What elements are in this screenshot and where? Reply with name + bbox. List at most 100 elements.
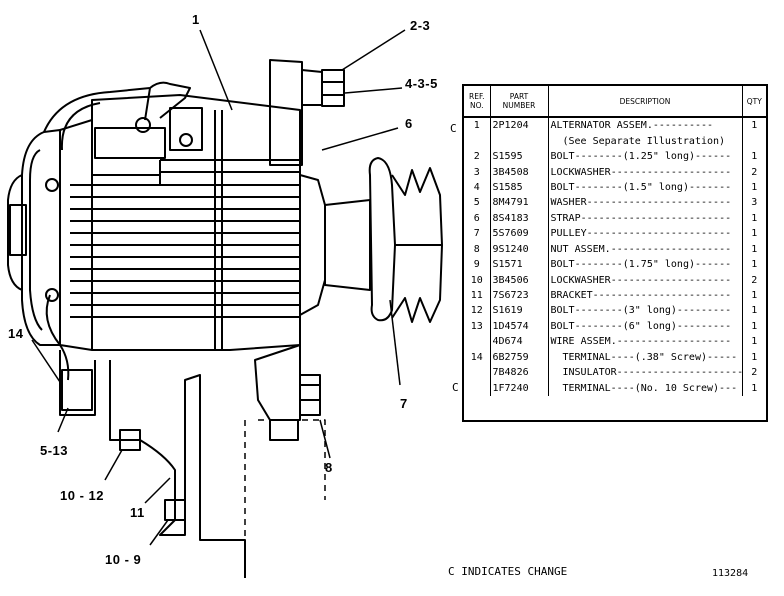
part-number-cell: 3B4508	[490, 164, 549, 180]
qty-cell	[742, 133, 766, 148]
change-note: C INDICATES CHANGE	[448, 565, 568, 578]
part-number-cell: 8S4183	[490, 210, 549, 227]
front-housing	[254, 174, 326, 421]
ref-cell: 1	[464, 117, 491, 134]
qty-cell: 1	[751, 228, 758, 240]
part-number-cell: 8M4791	[490, 195, 549, 211]
qty-cell: 1	[751, 320, 758, 332]
ref-cell	[464, 334, 491, 350]
part-number-cell: 1F7240	[490, 380, 549, 396]
description-cell: NUT ASSEM.--------------------	[548, 241, 743, 257]
qty-cell: 1	[751, 120, 758, 132]
part-number-cell: 3B4506	[490, 272, 549, 288]
part-number-cell: 6B2759	[490, 349, 549, 365]
description-cell: INSULATOR---------------------	[548, 365, 743, 381]
table-row: (See Separate Illustration)	[464, 133, 766, 149]
part-number-cell: 1D4574	[490, 318, 549, 335]
callout-2-3: 2-3	[410, 18, 431, 33]
part-number-cell: S1595	[490, 148, 549, 165]
leader-lines	[31, 29, 406, 546]
qty-cell: 1	[751, 336, 758, 348]
ref-cell: 10	[464, 272, 491, 288]
header-description: DESCRIPTION	[548, 86, 743, 118]
change-mark-row-14: C	[452, 381, 459, 394]
description-cell: PULLEY------------------------	[548, 226, 743, 242]
ref-cell: 6	[464, 210, 491, 227]
part-number-cell: 7S6723	[490, 287, 549, 304]
pulley	[324, 157, 443, 323]
part-number-cell: 2P1204	[490, 117, 549, 134]
part-number-cell: S1585	[490, 179, 549, 196]
part-number-cell: 5S7609	[490, 226, 549, 242]
description-cell: BOLT--------(1.75" long)------	[548, 256, 743, 273]
description-cell: LOCKWASHER--------------------	[548, 272, 743, 288]
callout-6: 6	[405, 116, 413, 131]
qty-cell: 1	[751, 290, 758, 302]
part-number-cell: 4D674	[490, 334, 549, 350]
qty-cell: 1	[751, 305, 758, 317]
callout-10-12: 10 - 12	[60, 488, 104, 503]
ref-cell: 8	[464, 241, 491, 257]
part-number-cell: S1619	[490, 303, 549, 319]
callout-1: 1	[192, 12, 200, 27]
callout-10-9: 10 - 9	[105, 552, 142, 567]
callout-5-13: 5-13	[40, 443, 69, 458]
description-cell: ALTERNATOR ASSEM.----------	[548, 117, 743, 134]
ref-cell: 13	[464, 318, 491, 335]
qty-cell: 1	[751, 151, 758, 163]
part-number-cell	[490, 133, 549, 149]
mount-bracket	[59, 350, 321, 578]
header-ref-no: REF.NO.	[464, 86, 491, 118]
ref-cell: 9	[464, 256, 491, 273]
description-cell: BOLT--------(3" long)---------	[548, 303, 743, 319]
qty-cell: 3	[751, 197, 758, 209]
callout-14: 14	[8, 326, 24, 341]
description-cell: BOLT--------(1.25" long)------	[548, 148, 743, 165]
description-cell: BOLT--------(6" long)---------	[548, 318, 743, 335]
qty-cell: 1	[751, 259, 758, 271]
ref-cell: 14	[464, 349, 491, 365]
change-mark-row-1: C	[450, 122, 457, 135]
description-cell: BOLT--------(1.5" long)-------	[548, 179, 743, 196]
callout-4-3-5: 4-3-5	[405, 76, 438, 91]
header-qty: QTY	[742, 86, 766, 118]
part-number-cell: 7B4826	[490, 365, 549, 381]
ref-cell: 11	[464, 287, 491, 304]
qty-cell: 1	[751, 243, 758, 255]
callout-7: 7	[400, 396, 408, 411]
alternator-rear-housing	[7, 129, 61, 346]
ref-cell	[464, 380, 491, 396]
description-cell: STRAP-------------------------	[548, 210, 743, 227]
qty-cell: 1	[751, 382, 758, 394]
qty-cell: 1	[751, 181, 758, 193]
qty-cell: 2	[751, 274, 758, 286]
ref-cell: 4	[464, 179, 491, 196]
description-cell: BRACKET-----------------------	[548, 287, 743, 304]
description-cell: WIRE ASSEM.-------------------	[548, 334, 743, 350]
description-cell: (See Separate Illustration)	[548, 133, 743, 149]
callout-11: 11	[130, 505, 145, 520]
ref-cell	[464, 365, 491, 381]
part-number-cell: 9S1240	[490, 241, 549, 257]
drawing-number: 113284	[712, 568, 749, 579]
ref-cell	[464, 133, 491, 149]
part-number-cell: S1571	[490, 256, 549, 273]
qty-cell: 2	[751, 166, 758, 178]
qty-cell: 1	[751, 212, 758, 224]
